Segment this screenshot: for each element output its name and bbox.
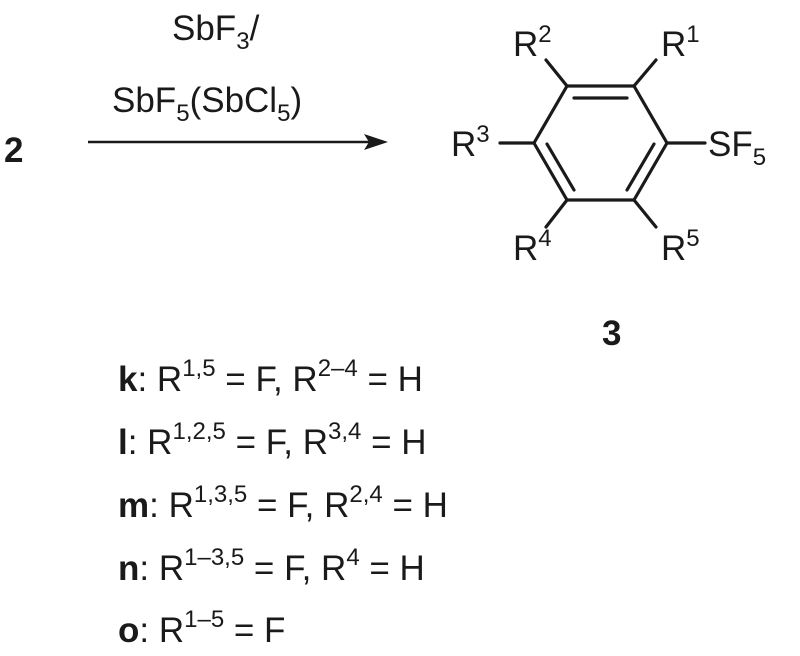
legend-item-k: k: R1,5 = F, R2–4 = H: [118, 355, 423, 399]
start-compound-label: 2: [4, 131, 23, 170]
substituent-r1: R1: [661, 21, 700, 64]
product-compound-label: 3: [602, 314, 621, 353]
legend-item-o: o: R1–5 = F: [118, 606, 286, 650]
reagent-line-1: SbF3/: [172, 9, 260, 55]
substituent-r3: R3: [451, 121, 490, 164]
legend-item-l: l: R1,2,5 = F, R3,4 = H: [118, 418, 427, 462]
substituent-r4: R4: [513, 225, 552, 268]
reaction-arrow: [88, 134, 388, 150]
reagent-line-2: SbF5(SbCl5): [112, 81, 302, 127]
substituent-r2: R2: [513, 21, 552, 64]
legend-item-n: n: R1–3,5 = F, R4 = H: [118, 544, 425, 588]
substituent-sf5: SF5: [708, 125, 766, 171]
substituent-r5: R5: [661, 225, 700, 268]
benzene-ring: [498, 58, 707, 229]
legend-item-m: m: R1,3,5 = F, R2,4 = H: [118, 481, 448, 525]
